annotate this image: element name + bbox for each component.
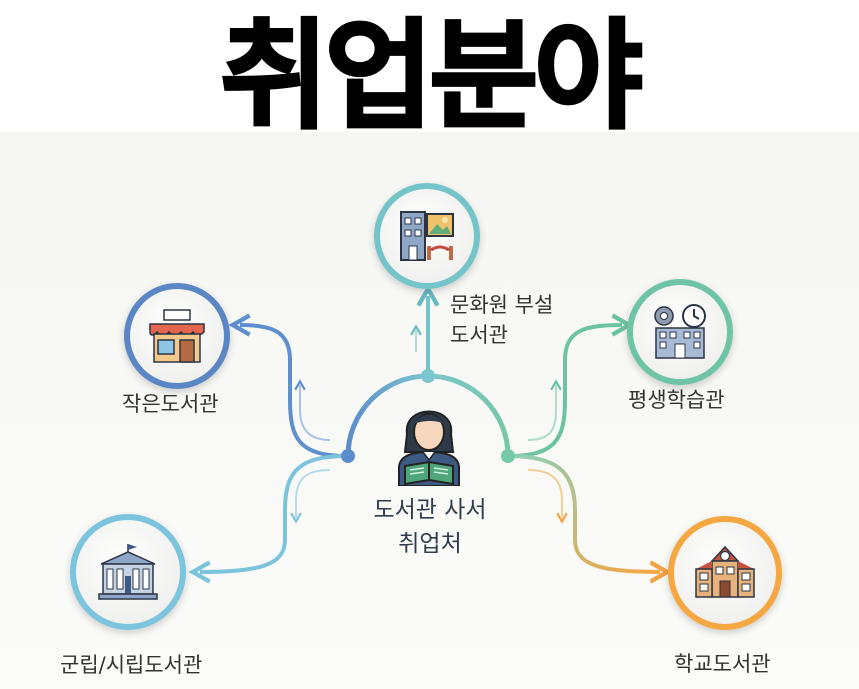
- government-building-icon: [98, 544, 158, 600]
- center-label: 도서관 사서 취업처: [360, 493, 500, 561]
- label-lifelong-learning: 평생학습관: [628, 388, 725, 412]
- school-building-icon: [695, 545, 755, 598]
- node-culture-library: [374, 183, 480, 289]
- page-title: 취업분야: [219, 6, 644, 147]
- label-school-library: 학교도서관: [674, 652, 771, 676]
- label-culture-library: 문화원 부설 도서관: [450, 293, 554, 347]
- center-label-line2: 취업처: [398, 531, 462, 557]
- librarian-icon: [393, 394, 465, 487]
- label-small-library: 작은도서관: [122, 392, 219, 416]
- node-public-library: [70, 514, 186, 630]
- storefront-icon: [149, 309, 205, 363]
- center-label-line1: 도서관 사서: [373, 497, 487, 523]
- node-small-library: [124, 283, 230, 389]
- building-gallery-icon: [400, 211, 454, 261]
- label-public-library: 군립/시립도서관: [60, 653, 203, 677]
- gear-clock-building-icon: [654, 304, 706, 359]
- node-school-library: [668, 516, 782, 630]
- node-lifelong-learning: [627, 279, 733, 385]
